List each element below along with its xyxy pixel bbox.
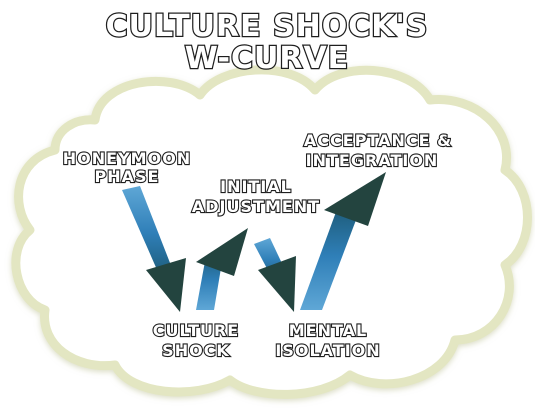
stage-label-line2: INTEGRATION — [306, 151, 439, 170]
arrow-initial-adjustment-to-mental-isolation — [254, 238, 296, 312]
stage-label-line2: SHOCK — [162, 341, 230, 360]
arrow-honeymoon-to-culture-shock — [122, 186, 186, 312]
stage-label-line1: MENTAL — [289, 321, 368, 340]
arrow-mental-isolation-to-acceptance — [300, 172, 386, 310]
stage-label-line1: ACCEPTANCE & — [304, 131, 452, 150]
stage-label-line1: CULTURE — [153, 321, 239, 340]
stage-label-line2: ISOLATION — [275, 341, 380, 360]
stage-label-acceptance-integration: ACCEPTANCE & INTEGRATION — [303, 130, 452, 171]
stage-label-line1: INITIAL — [220, 177, 292, 196]
stage-label-line1: HONEYMOON — [63, 149, 191, 168]
arrow-culture-shock-to-initial-adjustment — [196, 228, 248, 310]
stage-label-honeymoon: HONEYMOON PHASE — [62, 148, 192, 187]
stage-label-line2: PHASE — [95, 167, 160, 186]
stage-label-initial-adjustment: INITIAL ADJUSTMENT — [191, 176, 320, 217]
stage-label-line2: ADJUSTMENT — [192, 197, 320, 216]
cloud-shape — [11, 65, 532, 399]
stage-label-mental-isolation: MENTAL ISOLATION — [274, 320, 380, 361]
stage-label-culture-shock: CULTURE SHOCK — [152, 320, 240, 361]
diagram-title-line2: W-CURVE — [185, 41, 349, 76]
diagram-title-line1: CULTURE SHOCK'S — [106, 9, 429, 44]
